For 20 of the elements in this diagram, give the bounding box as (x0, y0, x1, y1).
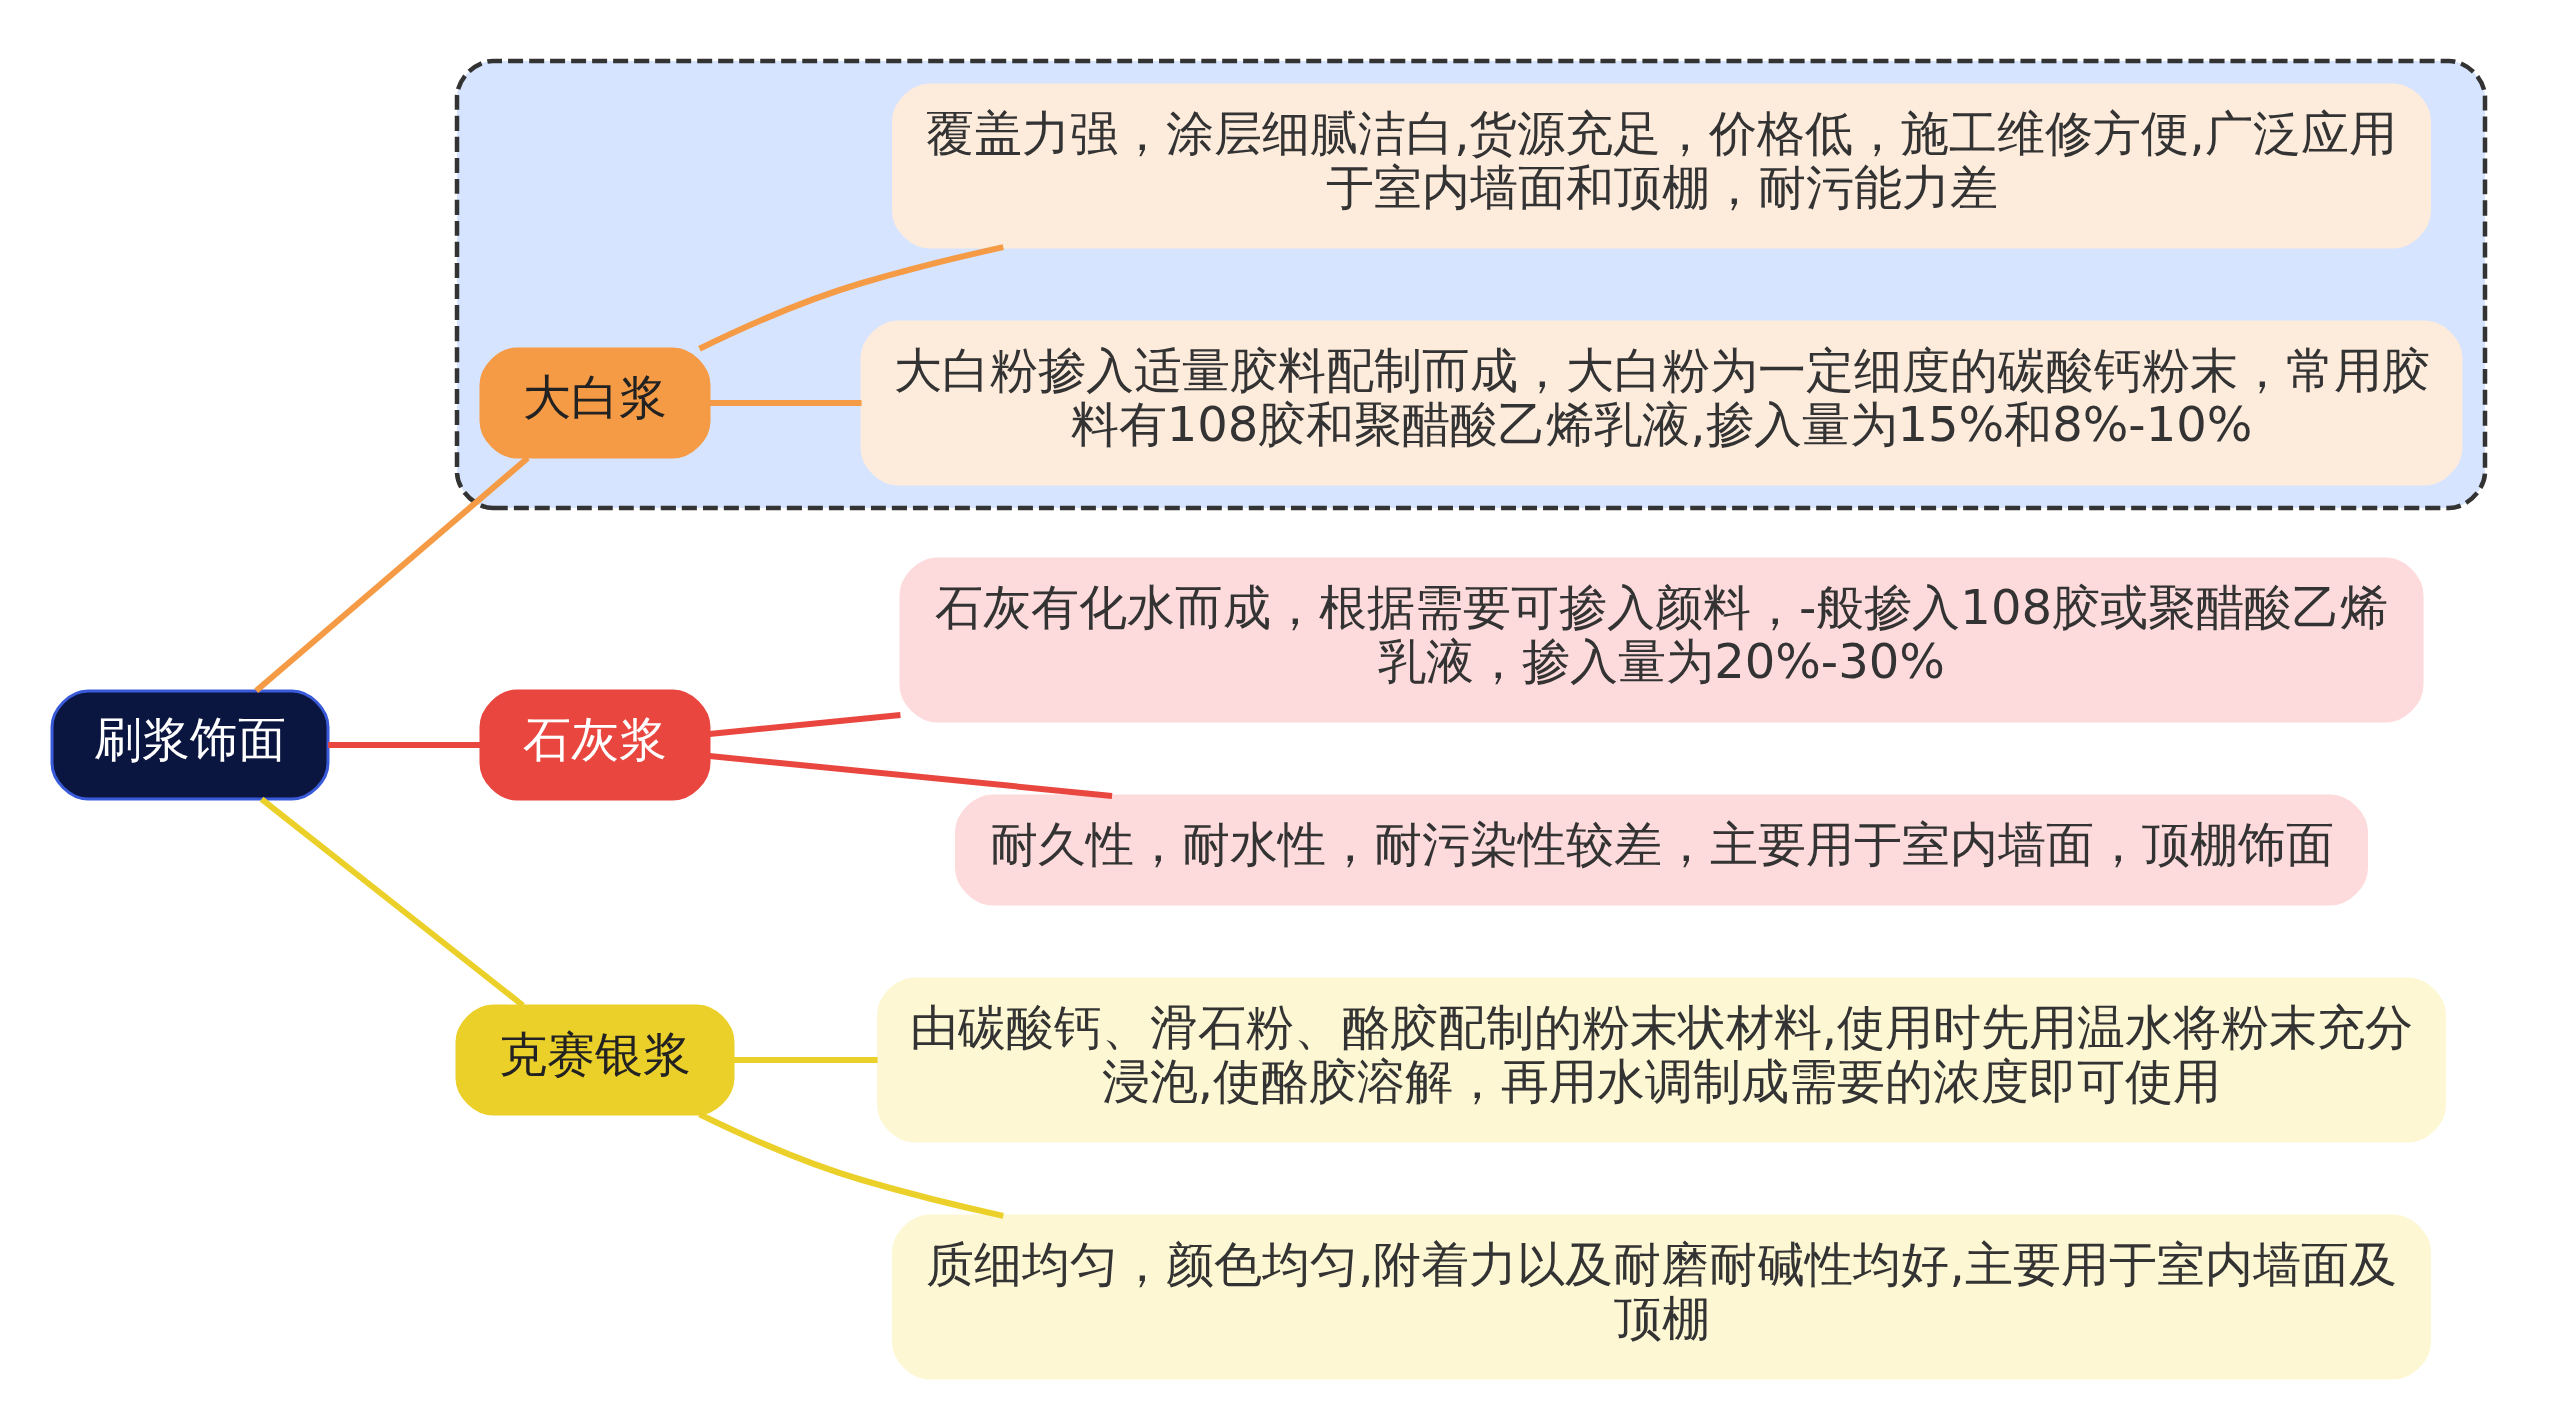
node-box: 质细均匀，颜色均匀,附着力以及耐磨耐碱性均好,主要用于室内墙面及顶棚 (891, 1214, 2431, 1380)
node-box: 由碳酸钙、滑石粉、酪胶配制的粉末状材料,使用时先用温水将粉末充分浸泡,使酪胶溶解，再用水调制成需要的浓度即可使用 (876, 977, 2446, 1143)
node-box: 覆盖力强，涂层细腻洁白,货源充足，价格低，施工维修方便,广泛应用于室内墙面和顶棚，耐污能力差 (891, 83, 2431, 249)
node-box: 石灰浆 (479, 689, 710, 801)
connector (708, 712, 901, 737)
connector (697, 1111, 1004, 1219)
connector (697, 244, 1004, 352)
node-box: 耐久性，耐水性，耐污染性较差，主要用于室内墙面，顶棚饰面 (954, 794, 2368, 906)
node-box: 克赛银浆 (455, 1004, 734, 1116)
node-box: 石灰有化水而成，根据需要可掺入颜料，-般掺入108胶或聚醋酸乙烯乳液，掺入量为20%-30% (899, 557, 2423, 723)
cluster (454, 58, 2487, 511)
connector (327, 742, 481, 748)
node-box: 刷浆饰面 (50, 689, 329, 801)
node-box: 大白浆 (479, 347, 710, 459)
connector (253, 455, 530, 694)
connector (732, 1057, 878, 1063)
node-box: 大白粉掺入适量胶料配制而成，大白粉为一定细度的碳酸钙粉末，常用胶料有108胶和聚醋酸乙烯乳液,掺入量为15%和8%-10% (860, 320, 2462, 486)
connector (259, 796, 525, 1008)
connector (708, 753, 1112, 799)
connector (709, 400, 861, 406)
